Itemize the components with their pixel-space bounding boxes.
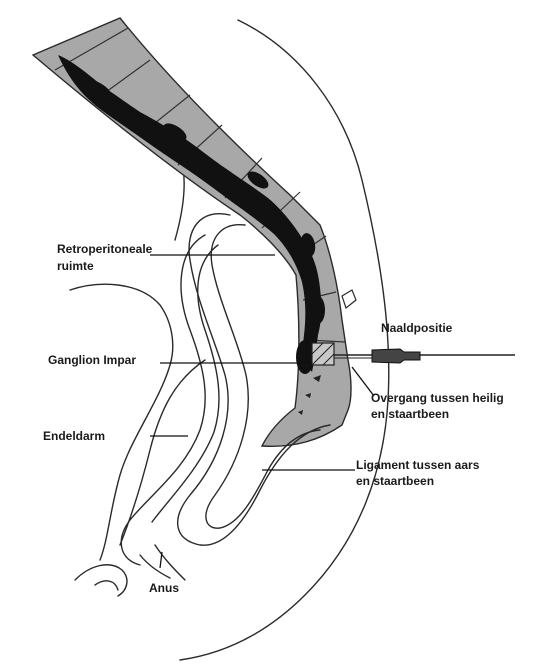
bony-process	[342, 290, 356, 308]
label-ligament-line2: en staartbeen	[356, 474, 434, 488]
ganglion-impar	[296, 340, 314, 374]
anal-contour-2	[95, 581, 118, 590]
needle-icon	[334, 349, 515, 363]
posterior-body-contour	[180, 20, 389, 660]
anterior-contour-1	[70, 284, 173, 560]
label-ganglion-impar: Ganglion Impar	[48, 353, 136, 367]
rectum-front-wall-2	[152, 245, 219, 522]
label-overgang: Overgang tussen heilig	[371, 391, 504, 405]
label-retroperitoneal: Retroperitoneale	[57, 242, 153, 256]
label-naaldpositie: Naaldpositie	[381, 321, 453, 335]
anal-contour-1	[75, 565, 127, 596]
anal-contour-3	[155, 545, 185, 580]
label-retroperitoneal-line2: ruimte	[57, 259, 94, 273]
label-endeldarm: Endeldarm	[43, 429, 105, 443]
rectum-front-wall	[121, 235, 205, 565]
label-overgang-line2: en staartbeen	[371, 407, 449, 421]
sacrococcygeal-junction-marker	[312, 343, 334, 365]
label-ligament: Ligament tussen aars	[356, 458, 480, 472]
label-anus: Anus	[149, 581, 179, 595]
